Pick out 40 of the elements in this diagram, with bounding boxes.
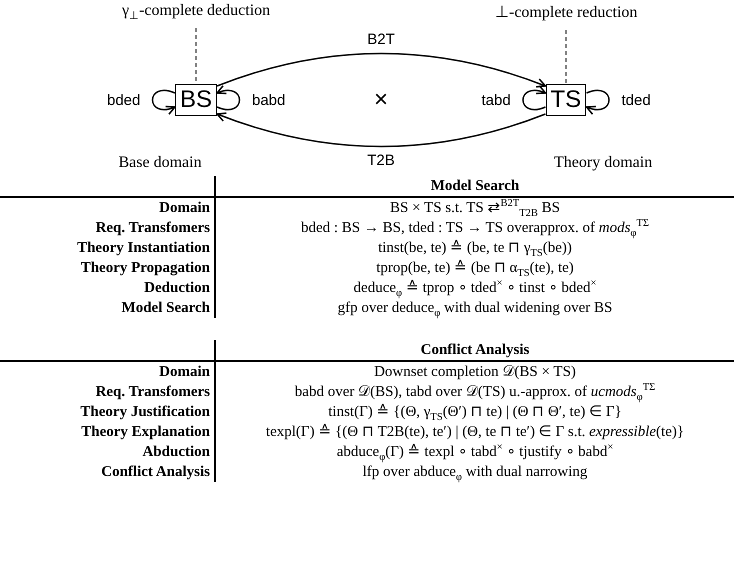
annotation-text: ⊥-complete reduction — [495, 2, 638, 22]
edge-label: bded — [107, 92, 140, 108]
row-label: Deduction — [0, 278, 215, 298]
self-loop-arrow — [522, 86, 546, 110]
edge-label: tabd — [482, 92, 511, 108]
curved-arrow — [216, 112, 546, 148]
domain-box: BS — [175, 84, 218, 116]
self-loop-arrow — [586, 90, 610, 114]
row-label: Theory Justification — [0, 402, 215, 422]
annotation-text: γ$_{⊥}$-complete deduction — [122, 2, 270, 20]
row-label: Theory Instantiation — [0, 238, 215, 258]
formula-text: gfp over deduce$_{φ}$ with dual widening over BS — [338, 299, 612, 318]
row-label: Domain — [0, 361, 215, 382]
formula-text: tinst(be, te) ≙ (be, te ⊓ γ$_{TS}$(be)) — [378, 238, 572, 258]
formula-text: abduce$_{φ}$(Γ) ≙ texpl ∘ tabd$^{×}$ ∘ tjustify ∘ babd$^{×}$ — [336, 442, 614, 462]
formula-text: texpl(Γ) ≙ {(Θ ⊓ T2B(te), te′) | (Θ, te ⊓ te′) ∈ Γ s.t. expressible(te)} — [266, 422, 684, 442]
formula-text: deduce$_{φ}$ ≙ tprop ∘ tded$^{×}$ ∘ tinst ∘ bded$^{×}$ — [354, 278, 596, 298]
curved-arrow — [216, 52, 546, 88]
row-label: Conflict Analysis — [0, 462, 215, 482]
edge-label: tded — [622, 92, 651, 108]
row-label: Domain — [0, 197, 215, 218]
row-label: Theory Propagation — [0, 258, 215, 278]
node-caption: Theory domain — [554, 154, 652, 172]
row-label: Req. Transfomers — [0, 218, 215, 238]
table-header: Conflict Analysis — [215, 340, 734, 361]
self-loop-arrow — [216, 86, 240, 110]
edge-label: babd — [252, 92, 286, 108]
formula-text: tprop(be, te) ≙ (be ⊓ α$_{TS}$(te), te) — [376, 258, 574, 278]
row-label: Theory Explanation — [0, 422, 215, 442]
node-caption: Base domain — [118, 154, 202, 172]
table-header: Model Search — [215, 176, 734, 197]
formula-text: Downset completion 𝒟(BS × TS) — [374, 363, 576, 382]
row-label: Model Search — [0, 298, 215, 318]
row-label: Abduction — [0, 442, 215, 462]
self-loop-arrow — [152, 90, 176, 114]
row-label: Req. Transfomers — [0, 382, 215, 402]
formula-text: tinst(Γ) ≙ {(Θ, γ$_{TS}$(Θ′) ⊓ te) | (Θ ⊓ Θ′, te) ∈ Γ} — [328, 402, 622, 422]
formula-text: BS × TS s.t. TS ⇄$^{B2T}$$_{T2B}$ BS — [390, 198, 560, 218]
domain-box: TS — [546, 84, 586, 116]
formula-text: lfp over abduce$_{φ}$ with dual narrowing — [362, 463, 588, 482]
